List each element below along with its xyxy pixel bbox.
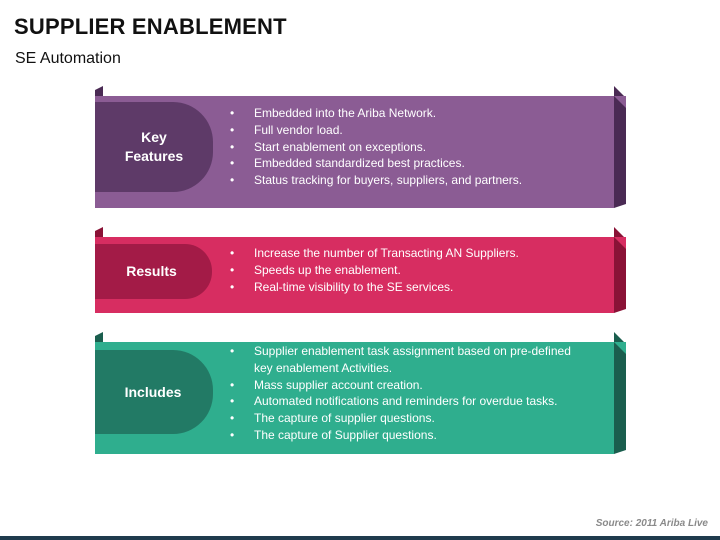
bullet-item: Embedded into the Ariba Network. xyxy=(230,105,610,122)
bullet-item: Start enablement on exceptions. xyxy=(230,139,610,156)
card-key-features: Key Features Embedded into the Ariba Net… xyxy=(95,86,626,208)
card-fold-right xyxy=(614,86,626,208)
card-fold-top xyxy=(95,332,103,344)
card-corner-cut xyxy=(601,96,626,108)
bullet-item: Mass supplier account creation. xyxy=(230,377,575,394)
bullet-item: Status tracking for buyers, suppliers, a… xyxy=(230,172,610,189)
card-label-tab xyxy=(95,102,213,192)
bullet-item: Full vendor load. xyxy=(230,122,610,139)
bullet-list: Increase the number of Transacting AN Su… xyxy=(230,245,610,295)
bullet-item: Supplier enablement task assignment base… xyxy=(230,343,575,377)
footer-bar xyxy=(0,536,720,540)
card-fold-top xyxy=(95,227,103,239)
bullet-list: Embedded into the Ariba Network. Full ve… xyxy=(230,105,610,189)
card-label: Includes xyxy=(124,383,182,400)
card-fold-right xyxy=(614,227,626,313)
card-corner-cut xyxy=(601,342,626,354)
card-label-tab xyxy=(95,244,212,299)
bullet-item: Automated notifications and reminders fo… xyxy=(230,393,575,410)
bullet-item: Real-time visibility to the SE services. xyxy=(230,279,610,296)
card-label: Results xyxy=(126,263,177,279)
bullet-item: Embedded standardized best practices. xyxy=(230,155,610,172)
bullet-item: Speeds up the enablement. xyxy=(230,262,610,279)
card-fold-top xyxy=(95,86,103,98)
card-results: Results Increase the number of Transacti… xyxy=(95,227,626,313)
card-label: Key Features xyxy=(124,129,184,164)
card-label-tab xyxy=(95,350,213,434)
card-corner-cut xyxy=(601,237,626,249)
slide-title: SUPPLIER ENABLEMENT xyxy=(14,14,287,39)
card-fold-right xyxy=(614,332,626,454)
bullet-item: Increase the number of Transacting AN Su… xyxy=(230,245,610,262)
card-includes: Includes Supplier enablement task assign… xyxy=(95,332,626,454)
bullet-list: Supplier enablement task assignment base… xyxy=(230,343,575,444)
bullet-item: The capture of Supplier questions. xyxy=(230,427,575,444)
source-note: Source: 2011 Ariba Live xyxy=(595,518,708,529)
slide-subtitle: SE Automation xyxy=(15,50,121,67)
bullet-item: The capture of supplier questions. xyxy=(230,410,575,427)
